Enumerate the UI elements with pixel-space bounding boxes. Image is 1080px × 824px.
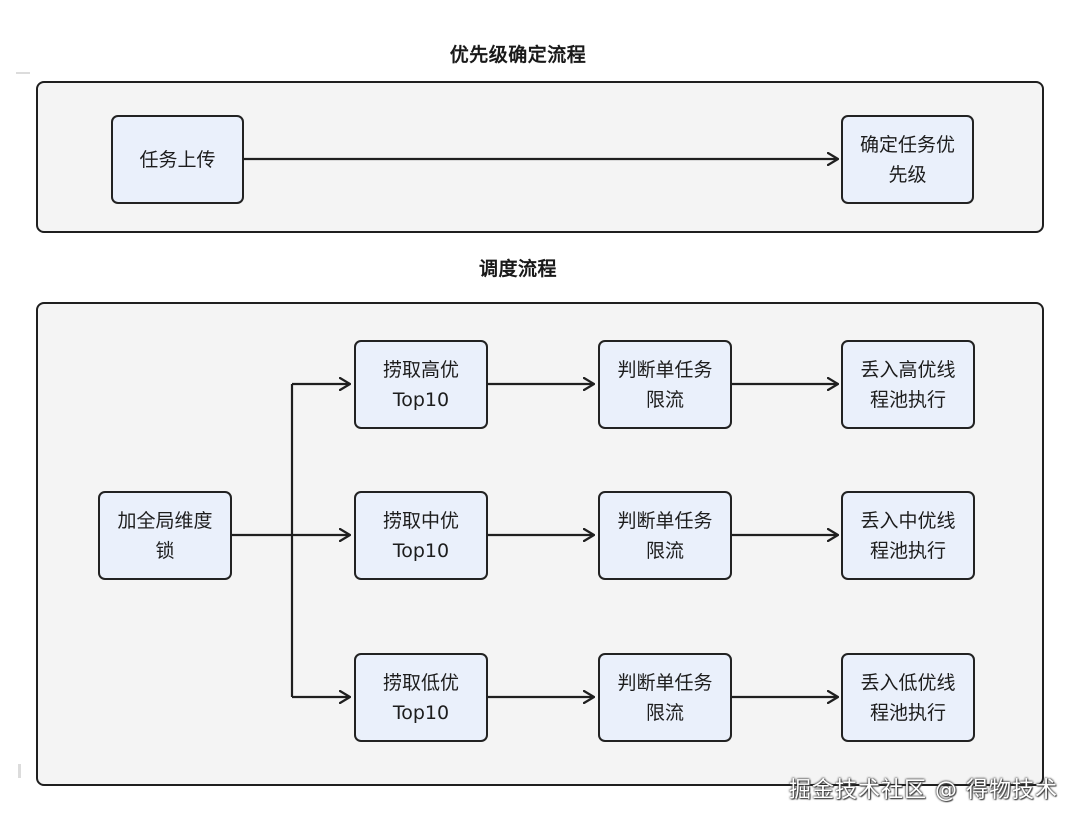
node-fetch-high: 捞取高优 Top10 — [354, 340, 488, 429]
schedule-flow-title: 调度流程 — [478, 258, 557, 280]
scan-artifact — [16, 72, 30, 74]
node-pool-mid: 丢入中优线 程池执行 — [841, 491, 975, 580]
node-limit-mid: 判断单任务 限流 — [598, 491, 732, 580]
node-determine-priority: 确定任务优 先级 — [841, 115, 974, 204]
node-pool-low: 丢入低优线 程池执行 — [841, 653, 975, 742]
node-fetch-low: 捞取低优 Top10 — [354, 653, 488, 742]
node-limit-low: 判断单任务 限流 — [598, 653, 732, 742]
node-fetch-mid: 捞取中优 Top10 — [354, 491, 488, 580]
priority-flow-title: 优先级确定流程 — [449, 44, 587, 66]
node-pool-high: 丢入高优线 程池执行 — [841, 340, 975, 429]
node-limit-high: 判断单任务 限流 — [598, 340, 732, 429]
node-global-lock: 加全局维度 锁 — [98, 491, 232, 580]
node-task-upload: 任务上传 — [111, 115, 244, 204]
watermark-text: 掘金技术社区 @ 得物技术 — [789, 778, 1058, 803]
scan-artifact — [18, 764, 21, 778]
